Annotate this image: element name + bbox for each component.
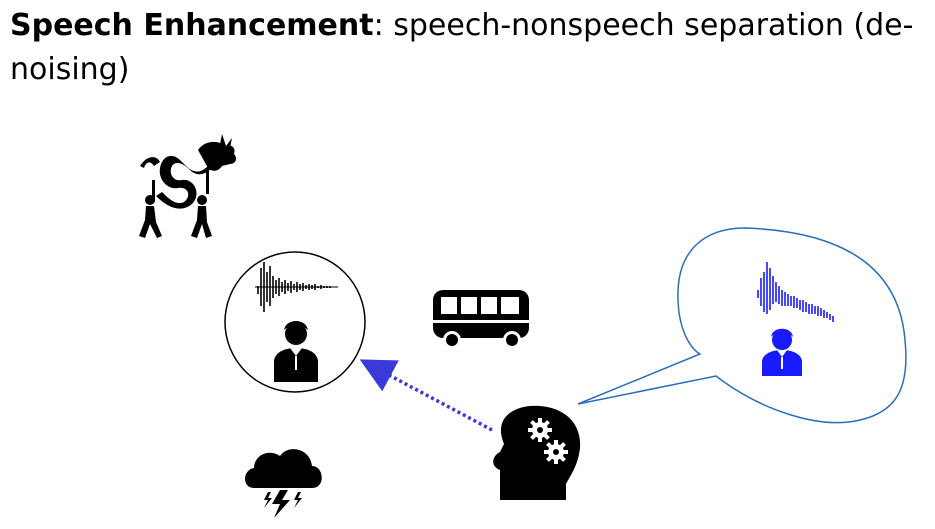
clean-waveform-icon: [757, 262, 834, 322]
noisy-waveform-icon: [255, 262, 338, 312]
attention-arrow: [359, 359, 493, 432]
thought-bubble: [577, 227, 907, 424]
thunderstorm-icon: [245, 449, 322, 518]
mixture-circle: [224, 251, 366, 393]
dragon-dance-icon: [139, 134, 237, 238]
gear-icon: [544, 440, 568, 464]
bus-icon: [433, 290, 529, 349]
gear-icon: [528, 418, 552, 442]
brain-gears-head-icon: [493, 405, 581, 500]
slide-title: Speech Enhancement: speech-nonspeech sep…: [10, 4, 925, 92]
title-rest: : speech-nonspeech separation (de-noisin…: [10, 8, 914, 87]
title-bold: Speech Enhancement: [10, 8, 374, 43]
speaker-icon: [274, 321, 318, 382]
clean-speaker-icon: [762, 328, 802, 376]
